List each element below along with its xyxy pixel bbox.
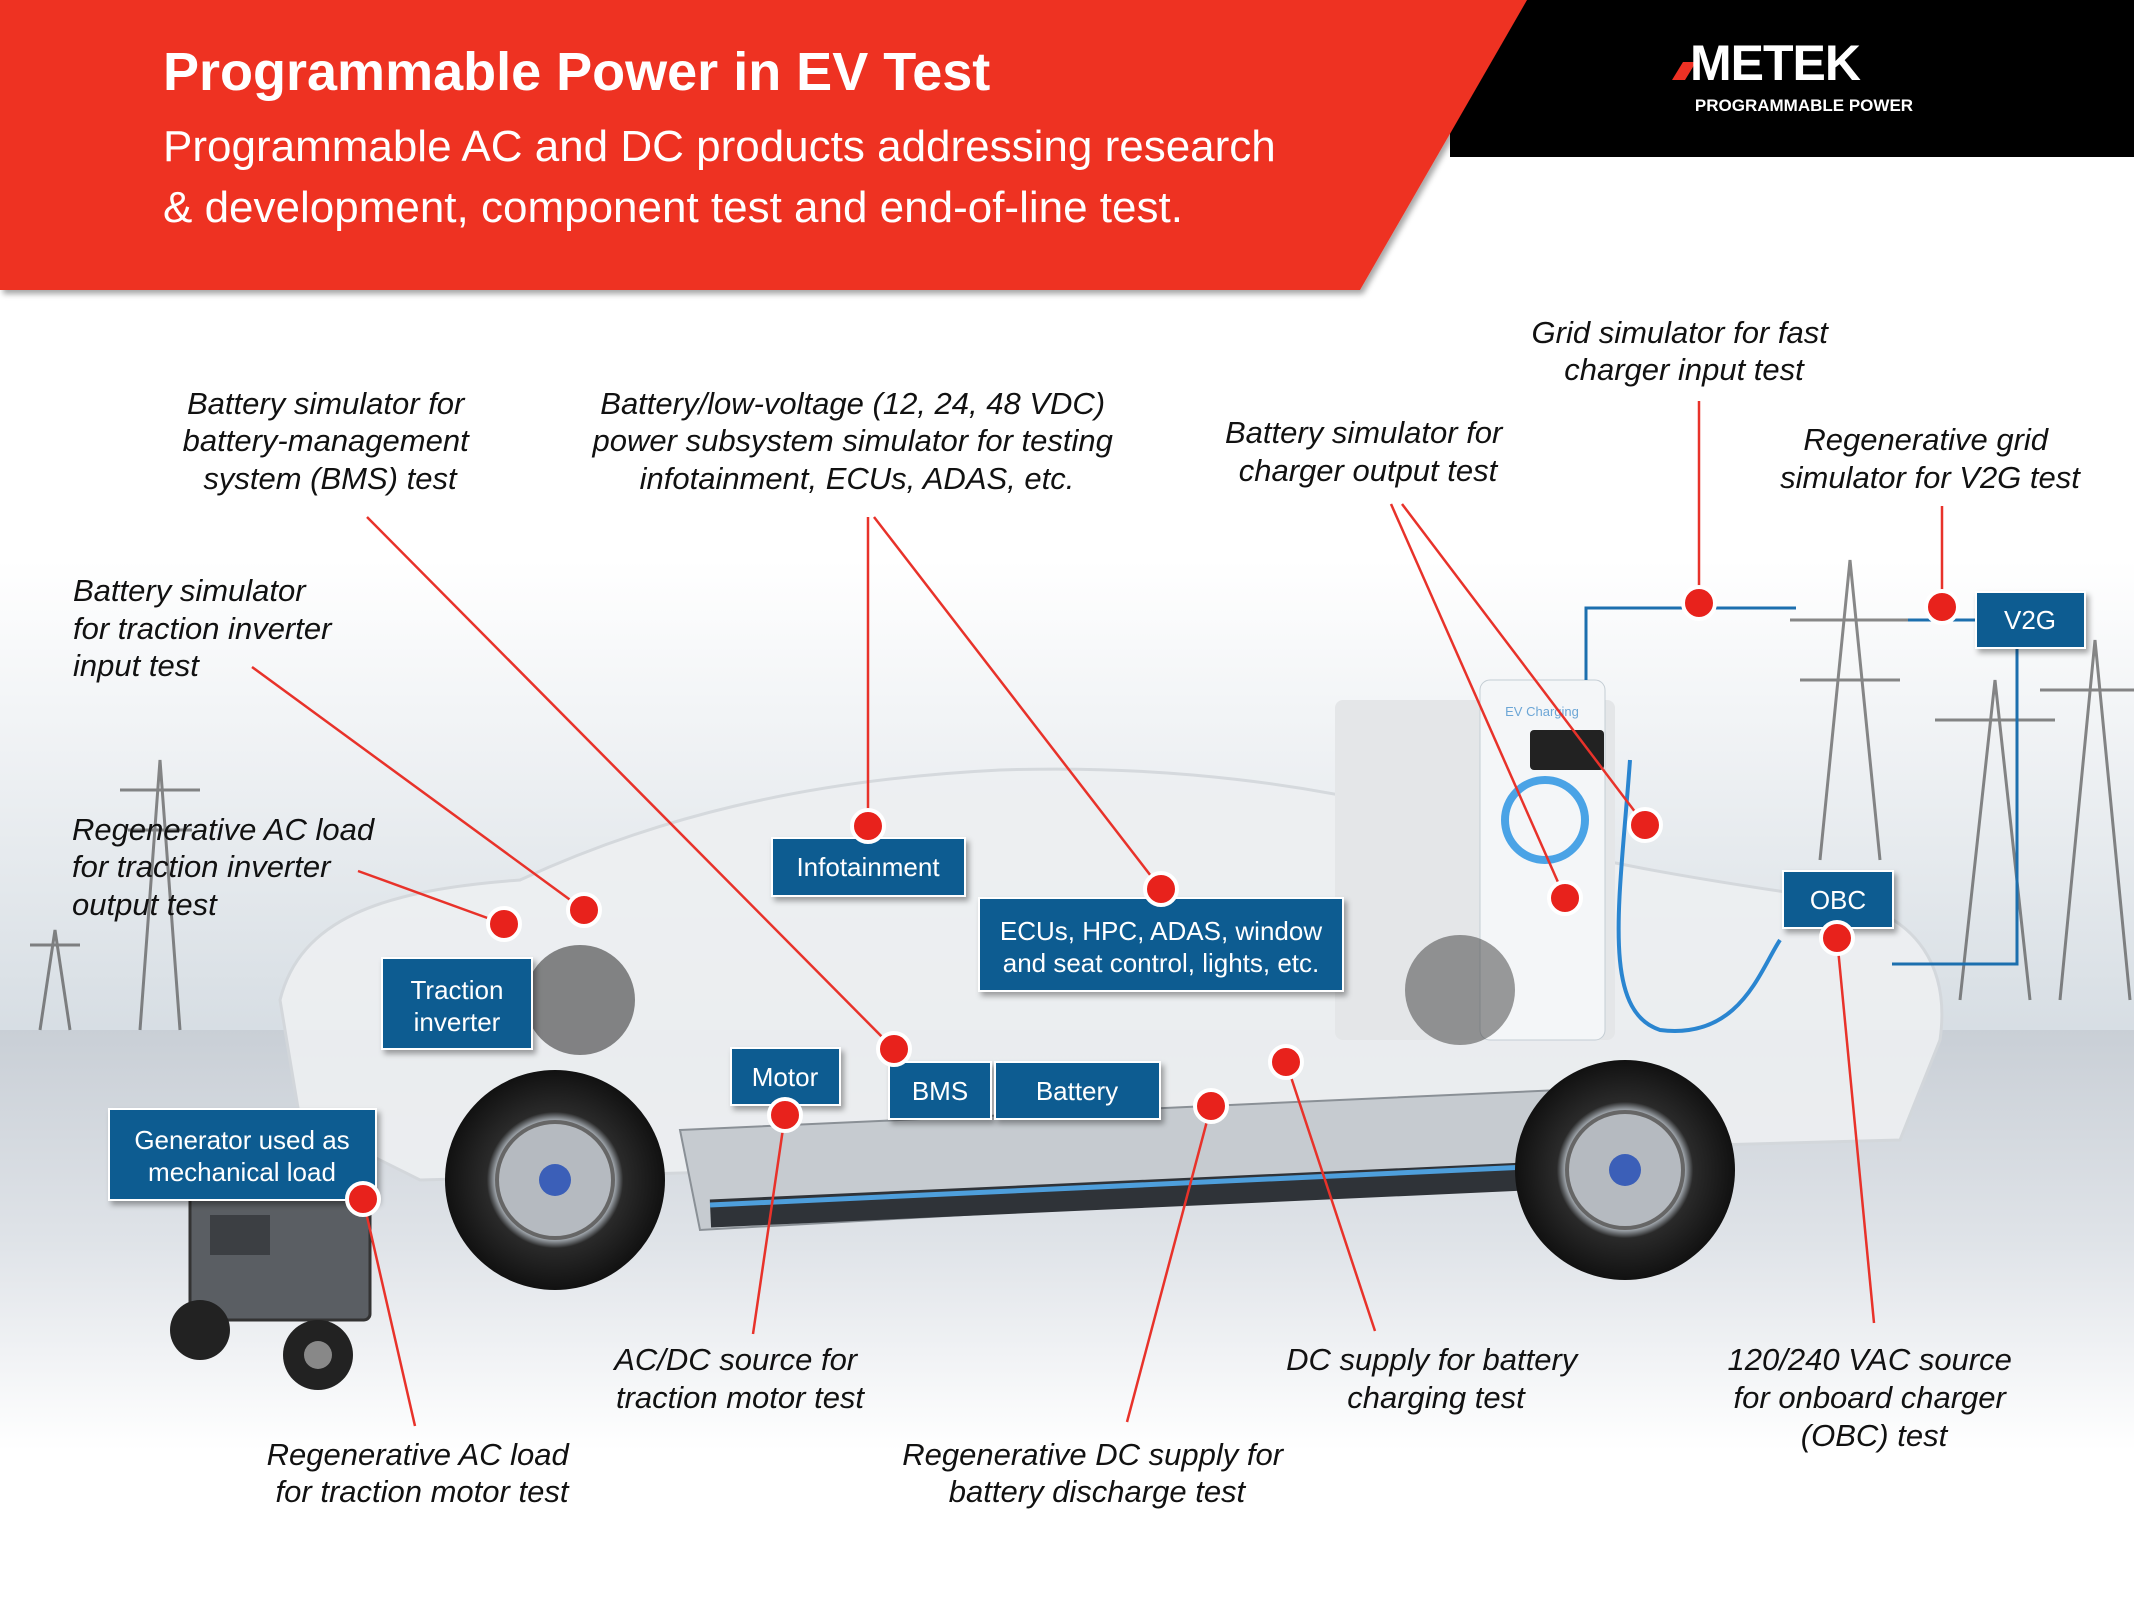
logo-tagline: PROGRAMMABLE POWER: [1695, 96, 1913, 115]
generator-label-line-2: mechanical load: [148, 1157, 336, 1187]
annotation-motor-load: Regenerative AC load for traction motor …: [267, 1437, 578, 1509]
annotation-obc: 120/240 VAC source for onboard charger (…: [1728, 1342, 2021, 1453]
ametek-logo: METEK PROGRAMMABLE POWER: [1672, 35, 1913, 115]
obc-box[interactable]: OBC: [1782, 870, 1894, 929]
page-title: Programmable Power in EV Test: [163, 42, 990, 102]
battery-label: Battery: [1036, 1076, 1118, 1106]
test-point-dot[interactable]: [566, 892, 602, 928]
subtitle-line-1: Programmable AC and DC products addressi…: [163, 122, 1276, 171]
annotation-charging: DC supply for battery charging test: [1286, 1342, 1586, 1415]
leader-lines: [251, 401, 1944, 1427]
bms-label: BMS: [912, 1076, 968, 1106]
charger-label: EV Charging: [1505, 704, 1579, 719]
generator-illustration: [170, 1188, 372, 1390]
annotation-v2g: Regenerative grid simulator for V2G test: [1780, 422, 2081, 495]
annotation-inverter-input: Battery simulator for traction inverter …: [73, 573, 340, 683]
test-point-dot[interactable]: [876, 1031, 912, 1067]
annotations: Battery simulator for battery-management…: [72, 315, 2081, 1509]
test-point-dot[interactable]: [767, 1097, 803, 1133]
test-point-dot[interactable]: [1143, 871, 1179, 907]
test-point-dot[interactable]: [1681, 585, 1717, 621]
test-point-dot[interactable]: [1547, 880, 1583, 916]
annotation-motor-source: AC/DC source for traction motor test: [612, 1342, 866, 1415]
traction-inverter-label-line-2: inverter: [414, 1007, 501, 1037]
logo-wordmark: METEK: [1690, 35, 1861, 91]
annotation-inverter-output: Regenerative AC load for traction invert…: [72, 812, 383, 922]
component-boxes: Infotainment ECUs, HPC, ADAS, window and…: [108, 591, 2086, 1201]
ecus-box[interactable]: ECUs, HPC, ADAS, window and seat control…: [978, 897, 1344, 992]
test-point-dot[interactable]: [1268, 1044, 1304, 1080]
subtitle-line-2: & development, component test and end-of…: [163, 183, 1183, 232]
ecus-label-line-2: and seat control, lights, etc.: [1003, 948, 1320, 978]
annotation-bms: Battery simulator for battery-management…: [183, 386, 478, 496]
motor-box[interactable]: Motor: [730, 1047, 841, 1106]
obc-label: OBC: [1810, 885, 1866, 915]
test-point-dot[interactable]: [1819, 920, 1855, 956]
annotation-low-voltage: Battery/low-voltage (12, 24, 48 VDC) pow…: [592, 386, 1122, 496]
infotainment-label: Infotainment: [796, 852, 940, 882]
battery-box[interactable]: Battery: [994, 1061, 1161, 1120]
test-point-dot[interactable]: [850, 808, 886, 844]
annotation-discharge: Regenerative DC supply for battery disch…: [902, 1437, 1291, 1509]
test-point-dot[interactable]: [1924, 589, 1960, 625]
traction-inverter-box[interactable]: Traction inverter: [381, 957, 533, 1050]
test-point-dots: [345, 585, 1960, 1217]
v2g-box[interactable]: V2G: [1975, 591, 2086, 649]
test-point-dot[interactable]: [345, 1181, 381, 1217]
annotation-grid: Grid simulator for fast charger input te…: [1532, 315, 1837, 387]
ecus-label-line-1: ECUs, HPC, ADAS, window: [1000, 916, 1322, 946]
v2g-label: V2G: [2004, 605, 2056, 635]
bms-box[interactable]: BMS: [888, 1061, 992, 1120]
title-banner: [0, 0, 1527, 290]
header: Programmable Power in EV Test Programmab…: [0, 0, 2134, 290]
traction-inverter-label-line-1: Traction: [411, 975, 504, 1005]
test-point-dot[interactable]: [1627, 807, 1663, 843]
generator-label-line-1: Generator used as: [134, 1125, 349, 1155]
test-point-dot[interactable]: [1193, 1088, 1229, 1124]
infotainment-box[interactable]: Infotainment: [771, 837, 966, 897]
annotation-charger-output: Battery simulator for charger output tes…: [1225, 415, 1511, 488]
motor-label: Motor: [752, 1062, 819, 1092]
generator-box[interactable]: Generator used as mechanical load: [108, 1108, 377, 1201]
logo-band: [1450, 0, 2134, 157]
test-point-dot[interactable]: [486, 906, 522, 942]
